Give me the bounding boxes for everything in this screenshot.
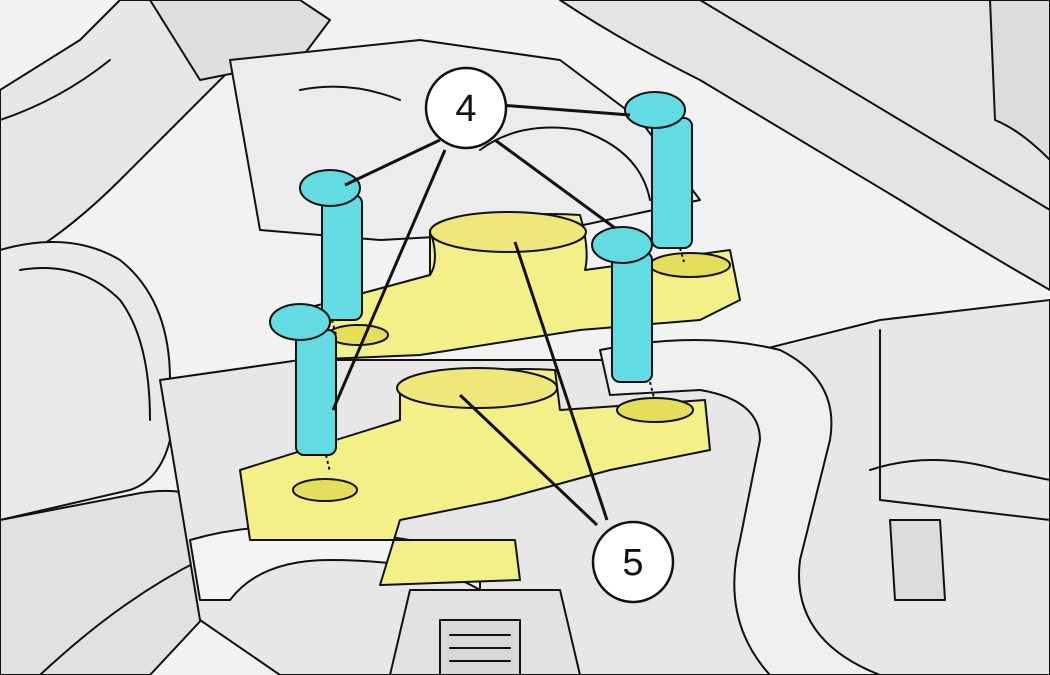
ignition-coil-lower: [239, 367, 711, 586]
hose-right: [599, 339, 881, 675]
callout-5-label: 5: [622, 542, 643, 584]
leader-lines: [331, 103, 631, 527]
callout-4-label: 4: [455, 88, 476, 130]
callout-5: 5: [591, 520, 675, 604]
leader-4-to-screw-1: [344, 138, 441, 187]
leader-4-to-screw-4: [331, 149, 447, 411]
screw-3: [591, 226, 655, 399]
callout-4-circle: [424, 66, 508, 150]
leader-5-to-coil-lower: [458, 393, 599, 527]
leader-4-to-screw-2: [499, 103, 631, 117]
leader-4-to-screw-3: [494, 138, 616, 230]
frame-tube-top-right: [559, 0, 1050, 291]
screw-1: [299, 169, 363, 336]
callout-5-circle: [591, 520, 675, 604]
callout-4: 4: [424, 66, 508, 150]
screw-2: [624, 91, 693, 263]
screw-4: [269, 303, 337, 473]
leader-5-to-coil-upper: [513, 241, 609, 521]
